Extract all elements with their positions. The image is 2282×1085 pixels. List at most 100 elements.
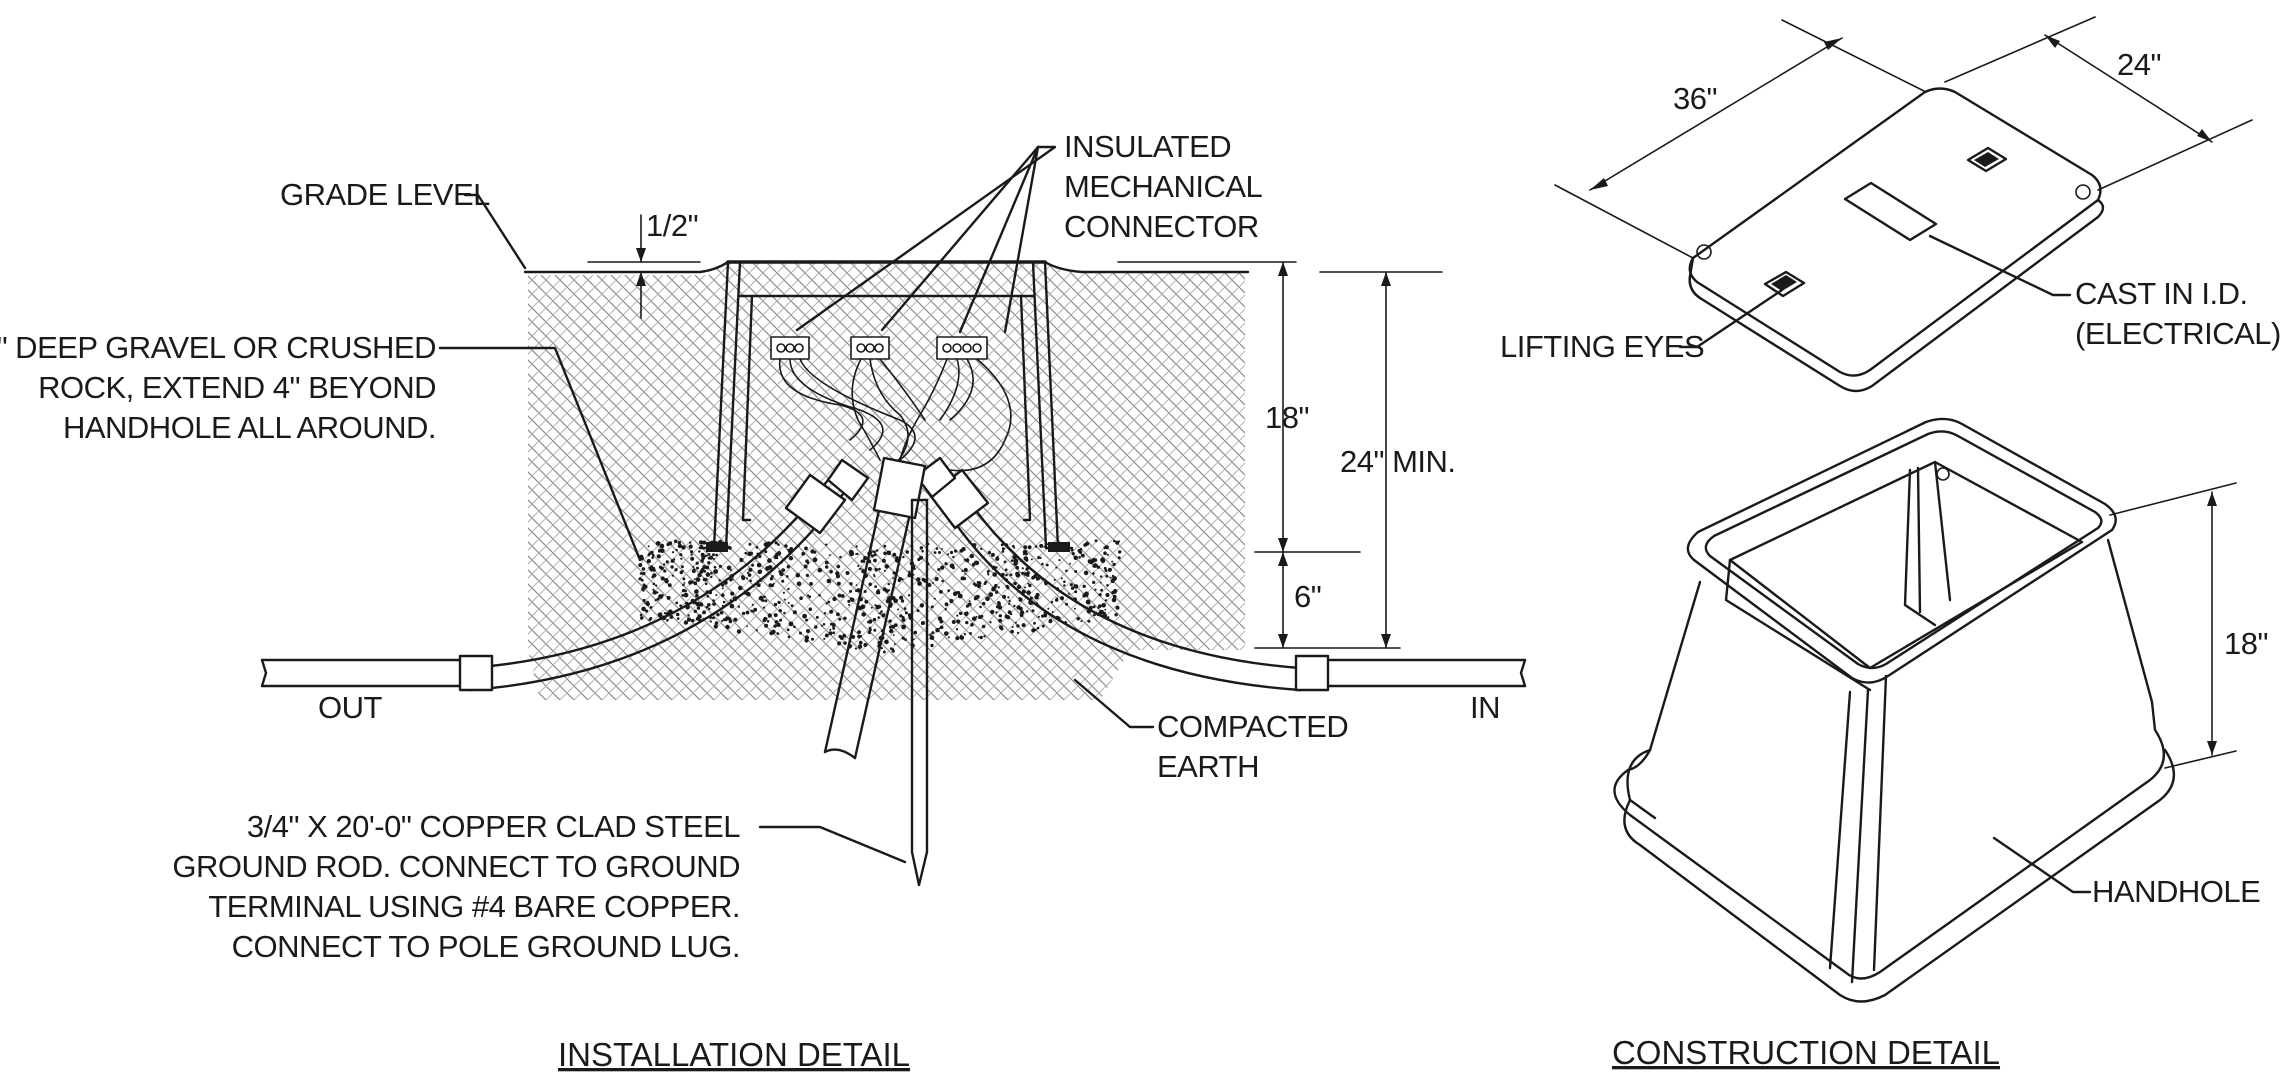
gravel-dot xyxy=(641,606,646,612)
gravel-dot xyxy=(998,614,1002,618)
handhole-section xyxy=(698,260,1074,552)
gravel-dot xyxy=(878,612,881,615)
gravel-dot xyxy=(904,611,908,615)
gravel-dot xyxy=(646,559,651,564)
gravel-dot xyxy=(1043,613,1048,618)
gravel-dot xyxy=(799,596,803,600)
gravel-dot xyxy=(955,628,959,631)
gravel-dot xyxy=(803,564,808,569)
gravel-dot xyxy=(969,632,972,635)
gravel-dot xyxy=(1008,602,1011,606)
gravel-dot xyxy=(713,557,715,560)
gravel-dot xyxy=(746,625,748,628)
gravel-dot xyxy=(873,550,876,554)
gravel-dot xyxy=(718,564,723,568)
gravel-dot xyxy=(792,610,798,615)
gravel-dot xyxy=(917,581,922,586)
gravel-dot xyxy=(1002,594,1007,599)
gravel-dot xyxy=(837,593,842,598)
gravel-dot xyxy=(873,558,877,563)
gravel-dot xyxy=(705,554,709,557)
gravel-dot xyxy=(764,550,768,554)
gravel-dot xyxy=(783,598,786,601)
gravel-dot xyxy=(912,638,915,641)
gravel-dot xyxy=(840,594,845,598)
gravel-dot xyxy=(1100,558,1106,564)
gravel-dot xyxy=(952,591,958,596)
gravel-dot xyxy=(652,588,655,591)
gravel-dot xyxy=(817,567,823,573)
gravel-dot xyxy=(1043,546,1046,548)
gravel-dot xyxy=(710,571,713,575)
ground-rod-label-line-1: 3/4" X 20'-0" COPPER CLAD STEEL xyxy=(247,809,740,844)
gravel-dot xyxy=(1007,596,1010,599)
gravel-dot xyxy=(705,565,710,570)
gravel-dot xyxy=(1099,609,1105,615)
gravel-dot xyxy=(707,561,711,565)
gravel-dot xyxy=(1026,610,1029,613)
in-label: IN xyxy=(1470,690,1500,725)
gravel-dot xyxy=(959,549,964,553)
gravel-dot xyxy=(1103,551,1107,555)
gravel-dot xyxy=(753,607,758,612)
gravel-dot xyxy=(1076,617,1080,621)
gravel-dot xyxy=(868,619,873,624)
gravel-dot xyxy=(844,635,847,638)
gravel-dot xyxy=(902,555,905,559)
gravel-dot xyxy=(843,616,847,620)
construction-detail: 36" 24" CAST IN I.D. (ELECTRICAL) LIFTIN… xyxy=(1500,16,2281,1071)
gravel-dot xyxy=(874,567,878,572)
gravel-dot xyxy=(744,551,747,555)
gravel-dot xyxy=(649,566,655,572)
gravel-dot xyxy=(1114,591,1117,594)
gravel-dot xyxy=(980,614,984,618)
gravel-dot xyxy=(1016,631,1020,635)
gravel-dot xyxy=(944,562,948,566)
gravel-dot xyxy=(779,618,783,622)
gravel-dot xyxy=(1007,610,1012,615)
gravel-dot xyxy=(729,603,735,609)
gravel-dot xyxy=(660,566,664,571)
gravel-dot xyxy=(698,540,704,545)
gravel-dot xyxy=(700,552,705,557)
gravel-dot xyxy=(652,590,657,595)
gravel-dot xyxy=(804,635,810,640)
gravel-dot xyxy=(1031,609,1035,613)
gravel-dot xyxy=(899,614,903,618)
gravel-dot xyxy=(694,589,699,594)
gravel-dot xyxy=(828,554,831,556)
gravel-dot xyxy=(688,544,693,549)
gravel-dot xyxy=(806,629,810,633)
gravel-dot xyxy=(682,583,685,587)
lid-dimensions xyxy=(1554,16,2253,259)
gravel-dot xyxy=(726,565,732,571)
gravel-dot xyxy=(935,547,939,550)
gravel-dot xyxy=(739,557,744,563)
gravel-dot xyxy=(651,553,655,557)
gravel-dot xyxy=(801,551,806,556)
connector-label-line-2: MECHANICAL xyxy=(1064,169,1263,204)
gravel-dot xyxy=(1083,543,1087,547)
gravel-dot xyxy=(702,540,707,545)
gravel-dot xyxy=(773,624,777,628)
gravel-dot xyxy=(938,627,941,630)
gravel-dot xyxy=(972,616,977,621)
gravel-dot xyxy=(1069,583,1073,587)
gravel-dot xyxy=(669,615,674,619)
gravel-dot xyxy=(888,619,892,623)
gravel-dot xyxy=(777,600,781,605)
gravel-dot xyxy=(873,575,876,578)
gravel-dot xyxy=(649,617,653,620)
gravel-dot xyxy=(952,566,955,570)
installation-detail-title: INSTALLATION DETAIL xyxy=(558,1036,910,1073)
gravel-dot xyxy=(877,589,880,592)
gravel-dot xyxy=(1037,556,1040,560)
gravel-dot xyxy=(881,613,886,618)
gravel-dot xyxy=(839,555,842,559)
gravel-dot xyxy=(965,620,969,625)
gravel-dot xyxy=(1021,589,1026,594)
gravel-dot xyxy=(1100,588,1103,592)
gravel-dot xyxy=(941,548,943,550)
gravel-dot xyxy=(712,599,715,602)
leader-lines xyxy=(438,145,1155,864)
